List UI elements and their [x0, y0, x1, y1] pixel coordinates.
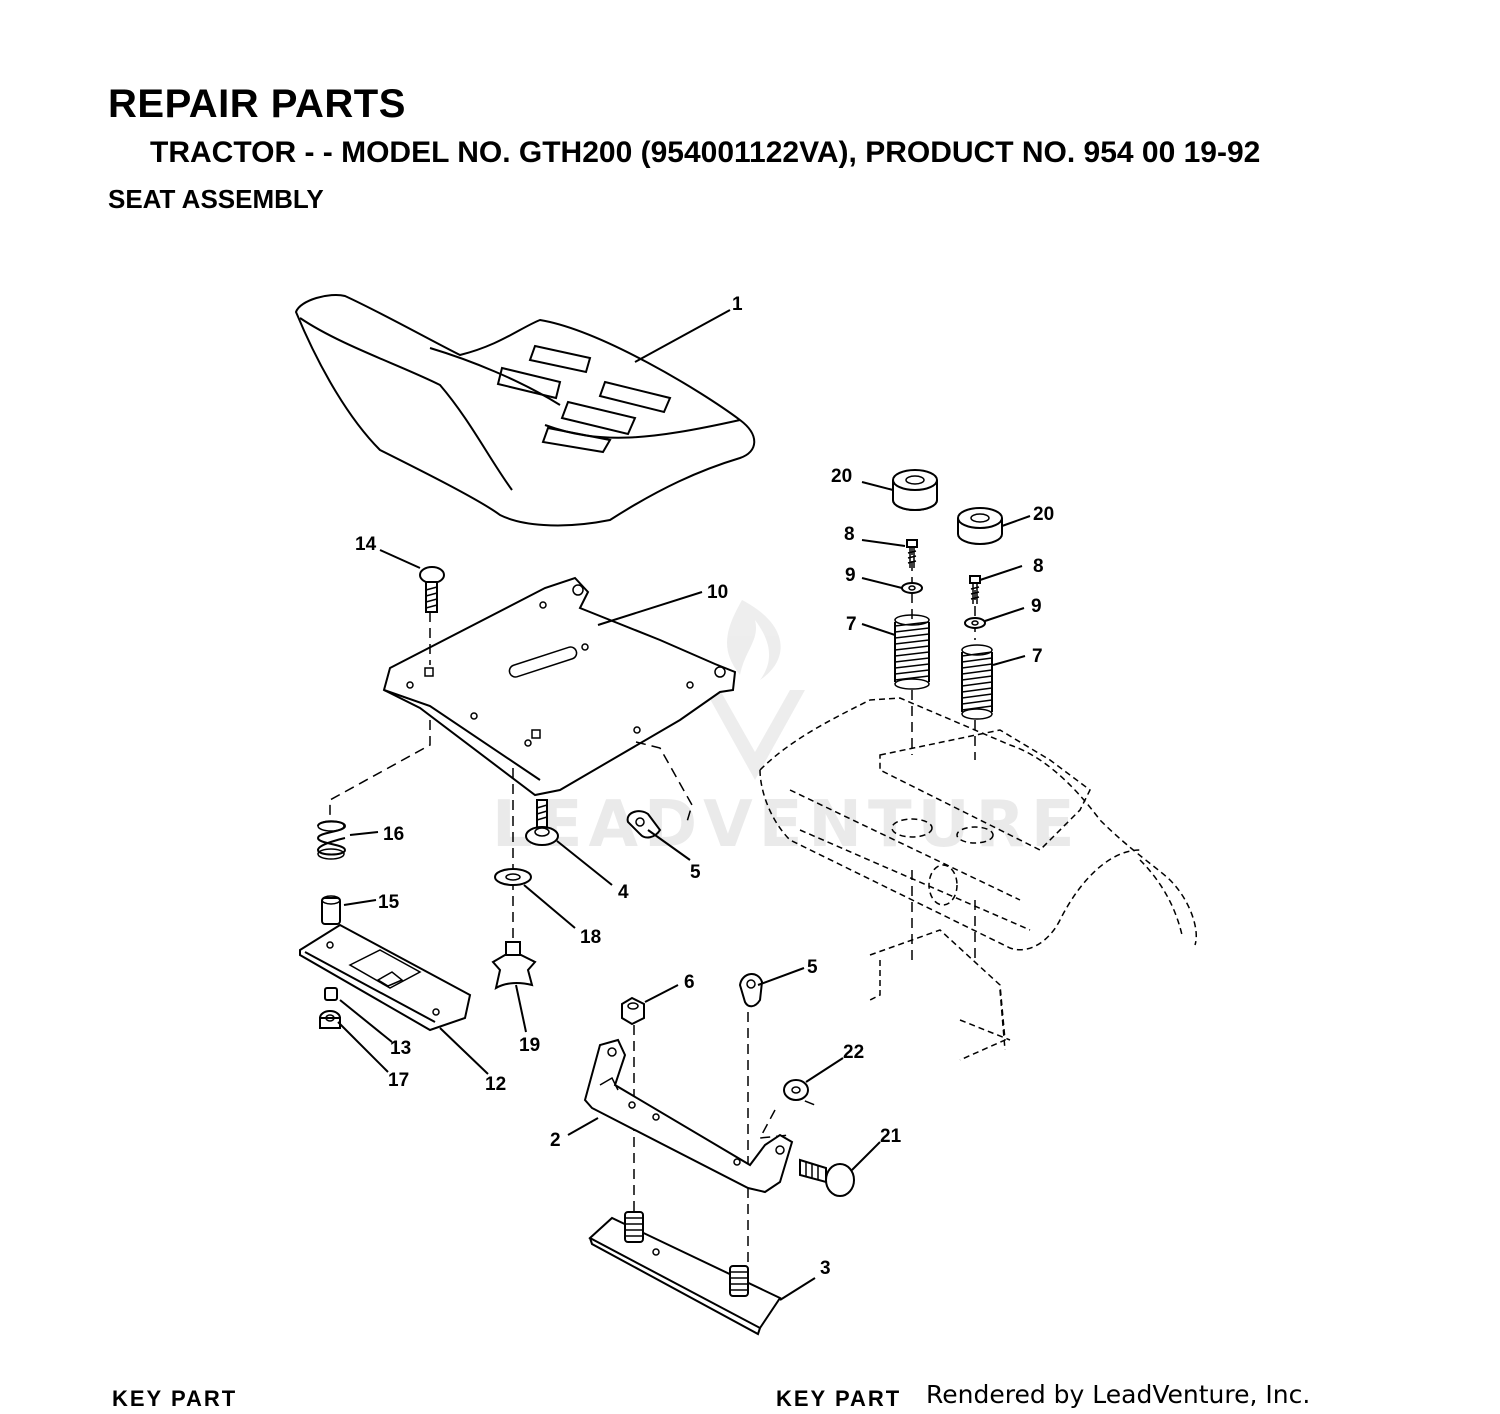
callout-12: 12 [485, 1074, 506, 1095]
callout-numbers: 1 2 3 4 5 5 6 7 7 8 8 9 9 10 12 13 14 15… [355, 294, 1054, 1279]
callout-1: 1 [732, 294, 743, 315]
spacer-right [957, 507, 1003, 545]
flame-v-logo-icon [705, 600, 805, 780]
lock-washer-left [901, 582, 923, 594]
spring-small [316, 820, 347, 860]
callout-7-left: 7 [846, 614, 857, 635]
callout-18: 18 [580, 927, 601, 948]
slide-bracket [299, 923, 472, 1032]
spring-left [894, 614, 930, 690]
lock-washer-right [964, 617, 986, 629]
footer-key-part-right: KEY PART [776, 1386, 902, 1411]
callout-13: 13 [390, 1038, 411, 1059]
flange-nut [783, 1079, 809, 1101]
carriage-bolt [419, 566, 445, 613]
stud-right [729, 1265, 749, 1297]
callout-3: 3 [820, 1258, 831, 1279]
page-title: REPAIR PARTS [108, 82, 406, 126]
callout-10: 10 [707, 582, 728, 603]
seat [294, 294, 756, 527]
stud-left [624, 1211, 644, 1243]
model-subtitle: TRACTOR - - MODEL NO. GTH200 (954001122V… [150, 136, 1261, 169]
spring-right [961, 644, 993, 720]
fender-phantom [759, 697, 1197, 1061]
callout-14: 14 [355, 534, 377, 555]
section-title: SEAT ASSEMBLY [108, 184, 324, 214]
callout-8-right: 8 [1033, 556, 1044, 577]
leader-lines [337, 309, 1031, 1301]
small-nut [324, 987, 338, 1001]
bolt-left [906, 539, 918, 568]
callout-5-upper: 5 [690, 862, 701, 883]
watermark: LEADVENTURE [492, 600, 1081, 862]
bushing [321, 895, 341, 925]
callout-19: 19 [519, 1035, 540, 1056]
render-credit: Rendered by LeadVenture, Inc. [926, 1380, 1311, 1409]
callout-20-left: 20 [831, 466, 852, 487]
spacer-left [892, 469, 938, 511]
callout-9-right: 9 [1031, 596, 1042, 617]
adjustment-knob [491, 941, 537, 991]
lock-nut [319, 1010, 341, 1029]
callout-4: 4 [618, 882, 629, 903]
footer-key-part-left: KEY PART [112, 1386, 238, 1411]
callout-17: 17 [388, 1070, 409, 1091]
hinge-bracket [583, 1038, 794, 1194]
callout-20-right: 20 [1033, 504, 1054, 525]
callout-2: 2 [550, 1130, 561, 1151]
seat-pan [382, 576, 737, 797]
callout-5-lower: 5 [807, 957, 818, 978]
callout-21: 21 [880, 1126, 902, 1147]
callout-8-left: 8 [844, 524, 855, 545]
flat-washer [494, 868, 532, 886]
callout-15: 15 [378, 892, 400, 913]
hinge-bolt [799, 1158, 855, 1197]
callout-16: 16 [383, 824, 404, 845]
callout-9-left: 9 [845, 565, 856, 586]
mounting-plate [588, 1211, 782, 1336]
watermark-text: LEADVENTURE [492, 788, 1081, 862]
clip-lower [738, 973, 764, 1008]
shoulder-bolt [525, 799, 559, 846]
clip-upper [626, 810, 662, 839]
hex-nut [621, 996, 645, 1026]
callout-6: 6 [684, 972, 695, 993]
callout-22: 22 [843, 1042, 864, 1063]
callout-7-right: 7 [1032, 646, 1043, 667]
